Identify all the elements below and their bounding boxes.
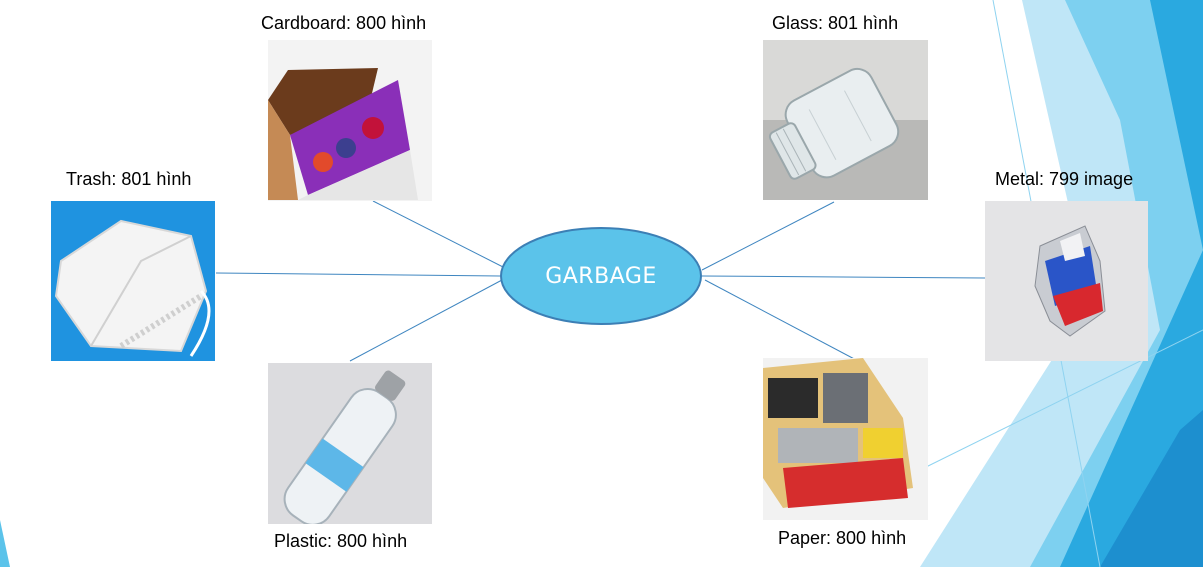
crumpled-paper-photo <box>763 358 928 520</box>
glass-jar-photo <box>763 40 928 200</box>
link-metal <box>701 275 986 279</box>
link-trash <box>215 272 501 277</box>
center-label: GARBAGE <box>545 263 657 289</box>
caption-cardboard: Cardboard: 800 hình <box>261 13 427 33</box>
face-mask-photo <box>51 201 215 361</box>
caption-trash: Trash: 801 hình <box>66 169 192 189</box>
crushed-can-photo <box>985 201 1148 361</box>
link-paper <box>704 279 861 363</box>
center-node: GARBAGE <box>500 227 702 325</box>
link-cardboard <box>372 200 506 269</box>
caption-paper: Paper: 800 hình <box>778 528 907 548</box>
plastic-bottle-photo <box>268 363 432 524</box>
caption-plastic: Plastic: 800 hình <box>274 531 408 551</box>
link-plastic <box>349 279 503 362</box>
caption-glass: Glass: 801 hình <box>772 13 899 33</box>
link-glass <box>701 201 835 271</box>
caption-metal: Metal: 799 image <box>995 169 1134 189</box>
center-ellipse <box>500 227 702 325</box>
cardboard-box-photo <box>268 40 432 201</box>
